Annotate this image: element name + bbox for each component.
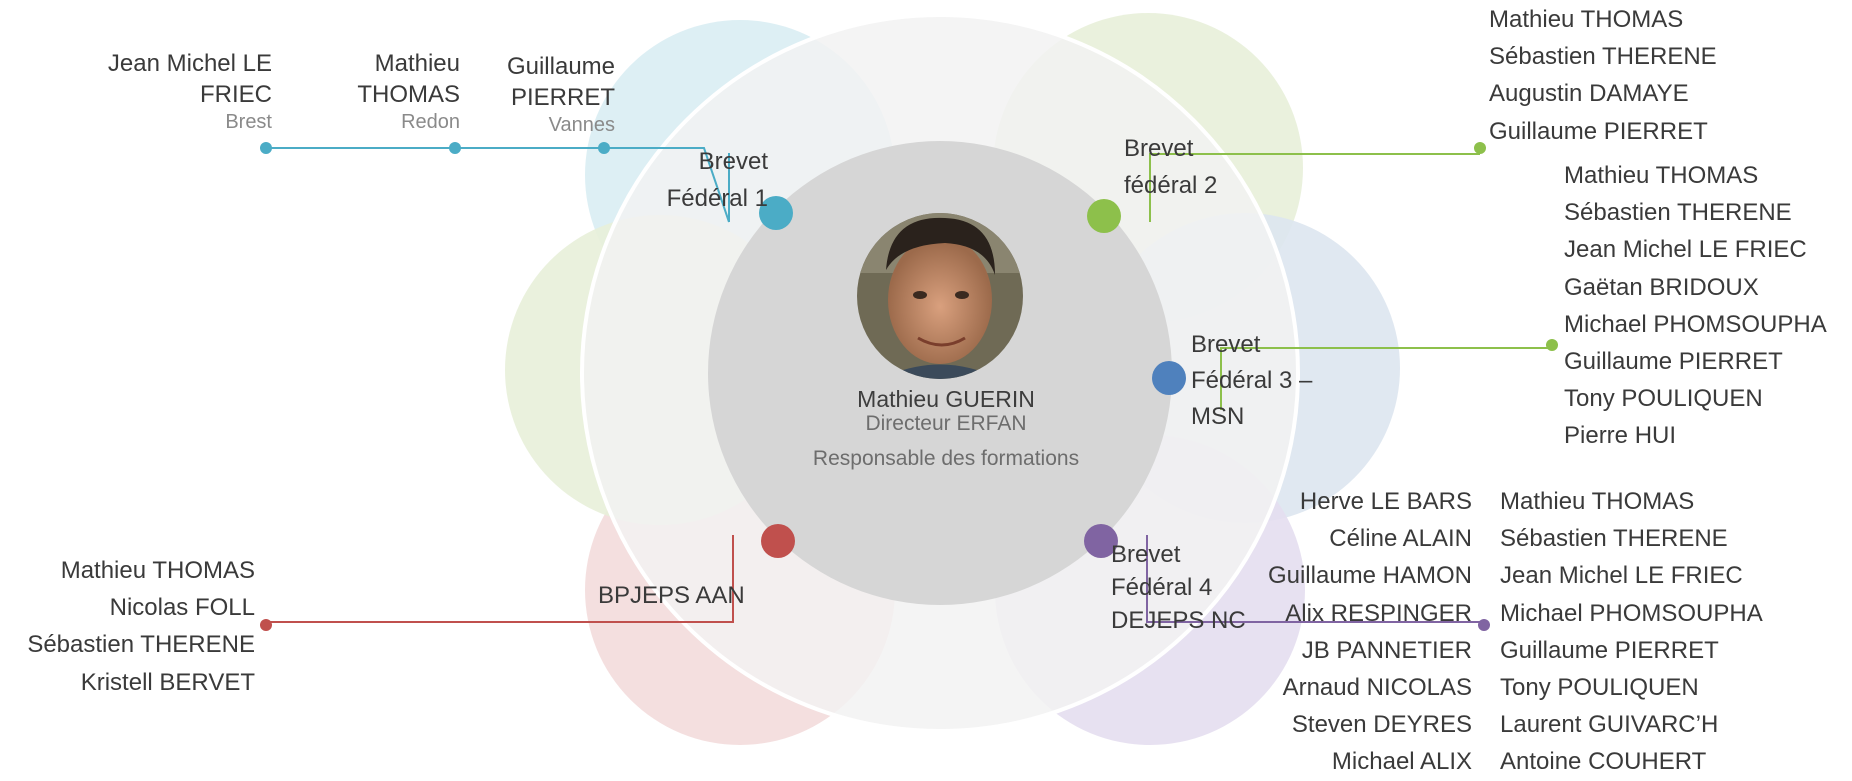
list-item: Laurent GUIVARC’H — [1500, 711, 1719, 739]
list-item: Kristell BERVET — [80, 668, 255, 696]
list-item: Arnaud NICOLAS — [1282, 673, 1472, 701]
bf1-person-redon: Mathieu THOMAS Redon — [330, 48, 460, 134]
list-item: Michael PHOMSOUPHA — [1500, 599, 1763, 627]
list-item: Alix RESPINGER — [1285, 599, 1472, 627]
list-item: Céline ALAIN — [1329, 525, 1472, 553]
list-item: Sébastien THERENE — [1500, 525, 1728, 553]
list-item: Sébastien THERENE — [1489, 43, 1717, 71]
bf3-node — [1152, 361, 1186, 395]
list-item: Herve LE BARS — [1299, 488, 1472, 515]
bf1-person-brest: Jean Michel LE FRIEC Brest — [70, 48, 272, 134]
center-title: Directeur ERFAN — [865, 412, 1027, 435]
bf4-connector — [1146, 535, 1484, 623]
list-item: Mathieu THOMAS — [60, 557, 255, 584]
bpjeps-dot — [260, 619, 272, 631]
bf3-dot — [1546, 339, 1558, 351]
bf4-dot — [1478, 619, 1490, 631]
list-item: Michael ALIX — [1331, 748, 1472, 776]
list-item: Tony POULIQUEN — [1500, 673, 1699, 701]
bpjeps-connector — [266, 535, 734, 623]
person-city: Brest — [225, 111, 272, 133]
person-name: Mathieu THOMAS — [357, 50, 460, 108]
bf1-dot-redon — [449, 142, 461, 154]
bf2-label: Brevet fédéral 2 — [1124, 135, 1218, 199]
list-item: Guillaume PIERRET — [1489, 117, 1708, 145]
list-item: Gaëtan BRIDOUX — [1564, 273, 1759, 301]
bf3-people-list: Mathieu THOMAS Sébastien THERENE Jean Mi… — [1564, 157, 1827, 455]
bf4-people-left-list: Herve LE BARS Céline ALAIN Guillaume HAM… — [1220, 483, 1472, 781]
list-item: Pierre HUI — [1564, 422, 1677, 450]
bpjeps-label: BPJEPS AAN — [598, 582, 745, 609]
bf1-label: Brevet Fédéral 1 — [666, 148, 768, 212]
bf1-dot-vannes — [598, 142, 610, 154]
bf1-connector — [266, 147, 730, 223]
bf2-people-list: Mathieu THOMAS Sébastien THERENE Augusti… — [1489, 1, 1717, 150]
list-item: Guillaume HAMON — [1267, 562, 1472, 590]
list-item: JB PANNETIER — [1301, 636, 1472, 664]
bf4-label: Brevet Fédéral 4 DEJEPS NC — [1111, 541, 1246, 634]
bf1-node — [759, 196, 793, 230]
list-item: Guillaume PIERRET — [1500, 636, 1719, 664]
person-city: Redon — [401, 111, 460, 133]
list-item: Nicolas FOLL — [109, 594, 255, 622]
person-city: Vannes — [548, 114, 615, 136]
bf3-connector — [1220, 347, 1552, 410]
bpjeps-node — [761, 524, 795, 558]
list-item: Tony POULIQUEN — [1564, 385, 1763, 413]
list-item: Mathieu THOMAS — [1489, 6, 1684, 33]
list-item: Jean Michel LE FRIEC — [1500, 562, 1743, 590]
list-item: Augustin DAMAYE — [1489, 80, 1689, 108]
list-item: Antoine COUHERT — [1500, 748, 1707, 776]
list-item: Mathieu THOMAS — [1500, 488, 1695, 515]
center-role: Responsable des formations — [812, 447, 1080, 470]
list-item: Sébastien THERENE — [27, 631, 255, 659]
list-item: Steven DEYRES — [1291, 711, 1472, 739]
center-name: Mathieu GUERIN — [857, 386, 1035, 412]
list-item: Mathieu THOMAS — [1564, 162, 1759, 189]
bf1-dot-brest — [260, 142, 272, 154]
bf2-node — [1087, 199, 1121, 233]
list-item: Jean Michel LE FRIEC — [1564, 236, 1807, 264]
person-photo-icon — [857, 213, 1023, 379]
person-name: Jean Michel LE FRIEC — [107, 50, 272, 108]
bf4-node — [1084, 524, 1118, 558]
bf2-dot — [1474, 142, 1486, 154]
bf4-people-right-list: Mathieu THOMAS Sébastien THERENE Jean Mi… — [1500, 483, 1763, 781]
bf2-connector — [1149, 153, 1480, 222]
list-item: Guillaume PIERRET — [1564, 347, 1783, 375]
list-item: Michael PHOMSOUPHA — [1564, 310, 1827, 338]
person-name: Guillaume PIERRET — [506, 53, 615, 111]
bf1-person-vannes: Guillaume PIERRET Vannes — [480, 51, 615, 137]
bpjeps-people-list: Mathieu THOMAS Nicolas FOLL Sébastien TH… — [0, 552, 255, 701]
bf3-label: Brevet Fédéral 3 – MSN — [1191, 331, 1313, 430]
list-item: Sébastien THERENE — [1564, 199, 1792, 227]
